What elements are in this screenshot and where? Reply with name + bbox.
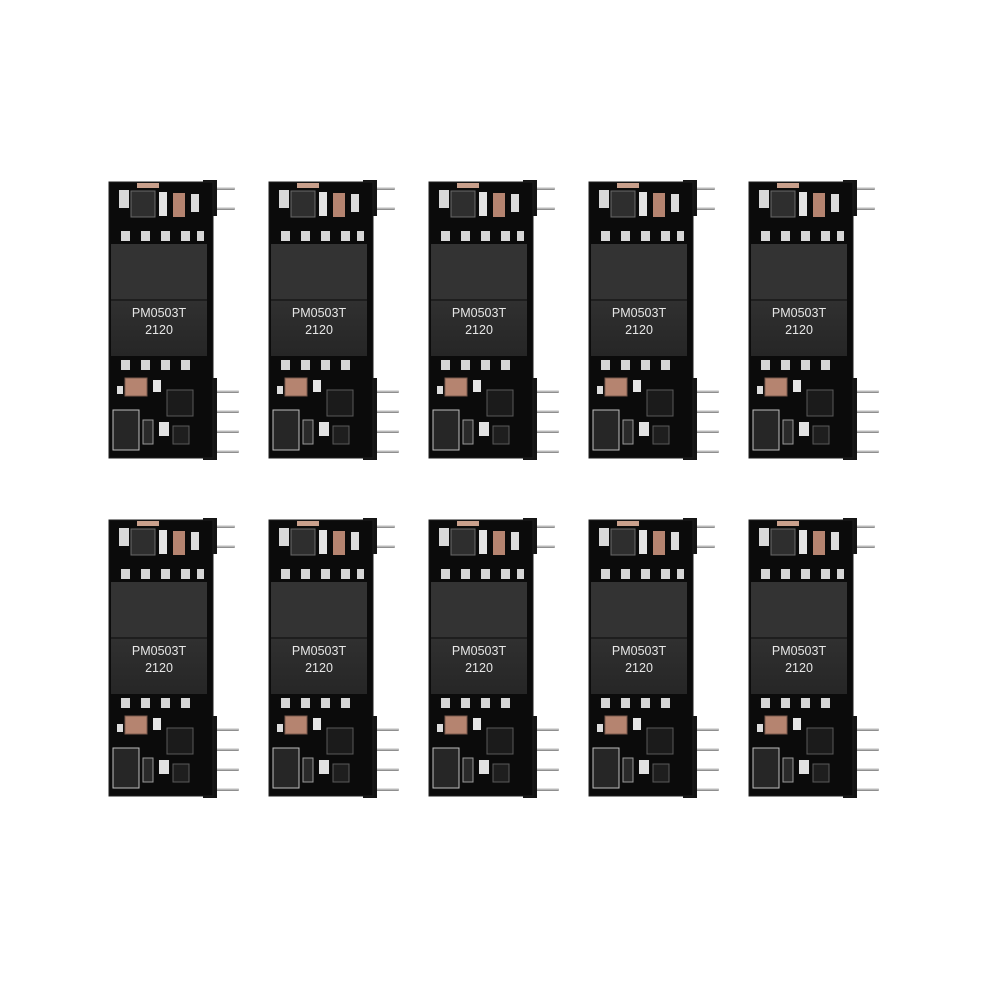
part-number-text: PM0503T: [612, 644, 667, 658]
poe-module-3: PM0503T 2120: [427, 180, 567, 460]
part-number-text: PM0503T: [772, 306, 827, 320]
poe-module-graphic: PM0503T 2120: [268, 518, 400, 798]
part-number-text: PM0503T: [452, 306, 507, 320]
part-number-text: PM0503T: [452, 644, 507, 658]
poe-module-2: PM0503T 2120: [267, 180, 407, 460]
date-code-text: 2120: [465, 661, 493, 675]
poe-module-7: PM0503T 2120: [267, 518, 407, 798]
poe-module-graphic: PM0503T 2120: [428, 518, 560, 798]
poe-module-graphic: PM0503T 2120: [748, 518, 880, 798]
poe-module-1: PM0503T 2120: [107, 180, 247, 460]
poe-module-graphic: PM0503T 2120: [268, 180, 400, 460]
poe-module-graphic: PM0503T 2120: [588, 180, 720, 460]
poe-module-8: PM0503T 2120: [427, 518, 567, 798]
poe-module-graphic: PM0503T 2120: [428, 180, 560, 460]
part-number-text: PM0503T: [292, 306, 347, 320]
poe-module-5: PM0503T 2120: [747, 180, 887, 460]
poe-module-10: PM0503T 2120: [747, 518, 887, 798]
date-code-text: 2120: [305, 323, 333, 337]
part-number-text: PM0503T: [132, 306, 187, 320]
poe-module-graphic: PM0503T 2120: [748, 180, 880, 460]
poe-module-4: PM0503T 2120: [587, 180, 727, 460]
date-code-text: 2120: [145, 323, 173, 337]
poe-module-9: PM0503T 2120: [587, 518, 727, 798]
date-code-text: 2120: [785, 323, 813, 337]
date-code-text: 2120: [305, 661, 333, 675]
date-code-text: 2120: [625, 661, 653, 675]
part-number-text: PM0503T: [772, 644, 827, 658]
part-number-text: PM0503T: [132, 644, 187, 658]
date-code-text: 2120: [465, 323, 493, 337]
part-number-text: PM0503T: [292, 644, 347, 658]
date-code-text: 2120: [625, 323, 653, 337]
date-code-text: 2120: [145, 661, 173, 675]
poe-module-graphic: PM0503T 2120: [108, 518, 240, 798]
poe-module-graphic: PM0503T 2120: [108, 180, 240, 460]
part-number-text: PM0503T: [612, 306, 667, 320]
poe-module-graphic: PM0503T 2120: [588, 518, 720, 798]
date-code-text: 2120: [785, 661, 813, 675]
poe-module-6: PM0503T 2120: [107, 518, 247, 798]
